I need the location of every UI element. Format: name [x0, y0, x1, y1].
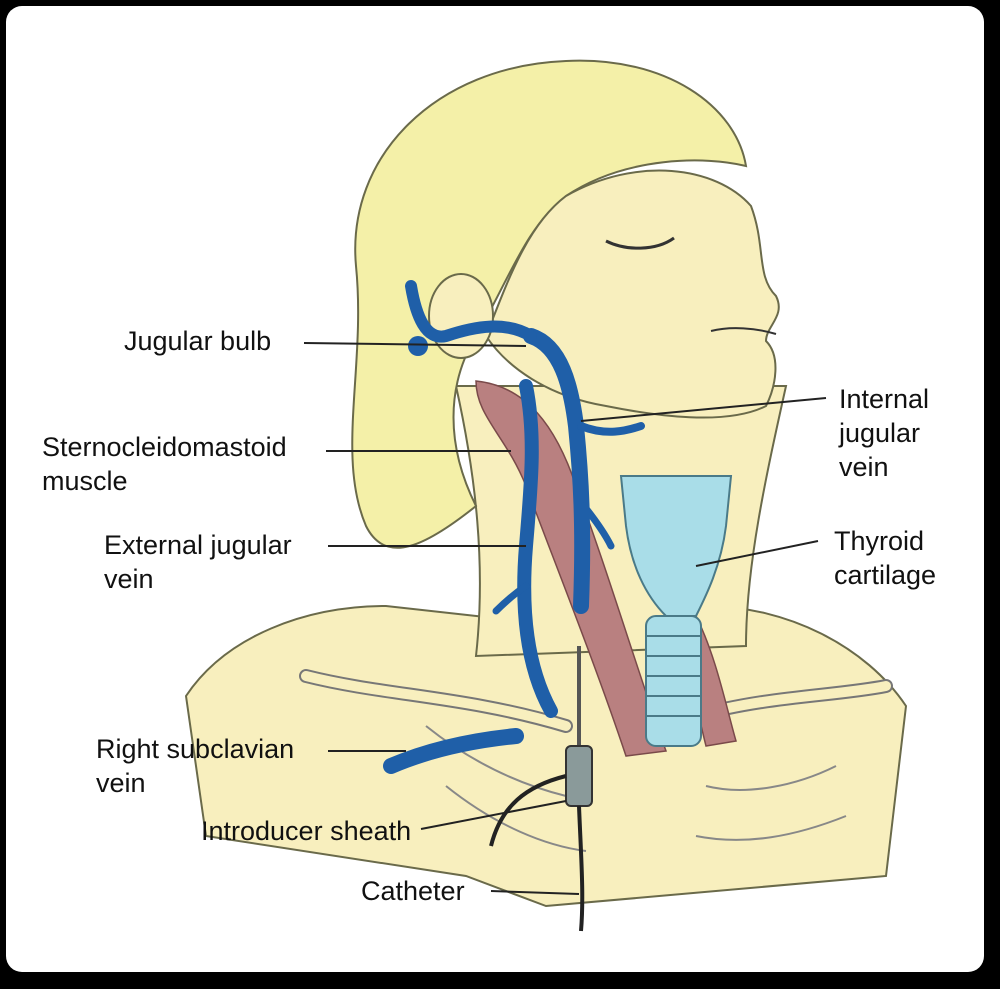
right-clavicle-fill: [301, 671, 571, 731]
internal-jugular-vein: [523, 328, 591, 614]
label-right-subclavian-line2: vein: [96, 768, 146, 798]
vein-branch: [580, 502, 615, 550]
introducer-sheath: [565, 745, 593, 807]
mouth: [710, 327, 777, 335]
label-jugular-bulb: Jugular bulb: [124, 324, 271, 358]
label-internal-jugular-line2: jugular: [839, 418, 921, 448]
catheter-side-port: [489, 774, 567, 847]
neck-anatomy-illustration: [184, 59, 908, 932]
tracheal-rings: [646, 635, 701, 717]
trachea: [645, 615, 702, 747]
leader-lines: [303, 342, 827, 895]
label-right-subclavian-line1: Right subclavian: [96, 734, 295, 764]
label-external-jugular-line2: vein: [104, 564, 154, 594]
diagram-panel: Jugular bulb Sternocleidomastoid muscle …: [6, 6, 984, 972]
jugular-bulb-vessel: [405, 280, 537, 343]
rib: [445, 785, 587, 852]
vein-branch: [492, 582, 530, 615]
sternocleidomastoid-muscle: [475, 380, 668, 757]
leader-catheter: [490, 890, 580, 895]
rib: [705, 765, 837, 791]
right-subclavian-vein: [383, 728, 524, 774]
label-jugular-bulb-text: Jugular bulb: [124, 326, 272, 356]
label-sternocleidomastoid: Sternocleidomastoid muscle: [42, 430, 287, 498]
label-thyroid-cartilage-line2: cartilage: [834, 560, 937, 590]
label-sternocleidomastoid-line1: Sternocleidomastoid: [42, 432, 287, 462]
label-catheter: Catheter: [361, 874, 465, 908]
catheter: [577, 805, 585, 932]
rib: [695, 815, 847, 841]
label-internal-jugular-line1: Internal: [839, 384, 930, 414]
vein-branch: [577, 422, 645, 436]
jugular-bulb: [408, 336, 428, 356]
leader-introducer-sheath: [420, 800, 567, 830]
label-introducer-sheath-text: Introducer sheath: [201, 816, 412, 846]
label-external-jugular: External jugular vein: [104, 528, 292, 596]
label-thyroid-cartilage: Thyroid cartilage: [834, 524, 936, 592]
leader-internal-jugular: [580, 397, 827, 422]
label-catheter-text: Catheter: [361, 876, 465, 906]
label-sternocleidomastoid-line2: muscle: [42, 466, 128, 496]
rib: [425, 725, 567, 797]
label-right-subclavian: Right subclavian vein: [96, 732, 294, 800]
label-external-jugular-line1: External jugular: [104, 530, 292, 560]
label-introducer-sheath: Introducer sheath: [201, 814, 411, 848]
label-internal-jugular-line3: vein: [839, 452, 889, 482]
closed-eye: [605, 236, 675, 250]
label-thyroid-cartilage-line1: Thyroid: [834, 526, 925, 556]
label-internal-jugular: Internal jugular vein: [839, 382, 929, 484]
leader-jugular-bulb: [303, 342, 527, 347]
leader-thyroid-cartilage: [695, 540, 819, 567]
